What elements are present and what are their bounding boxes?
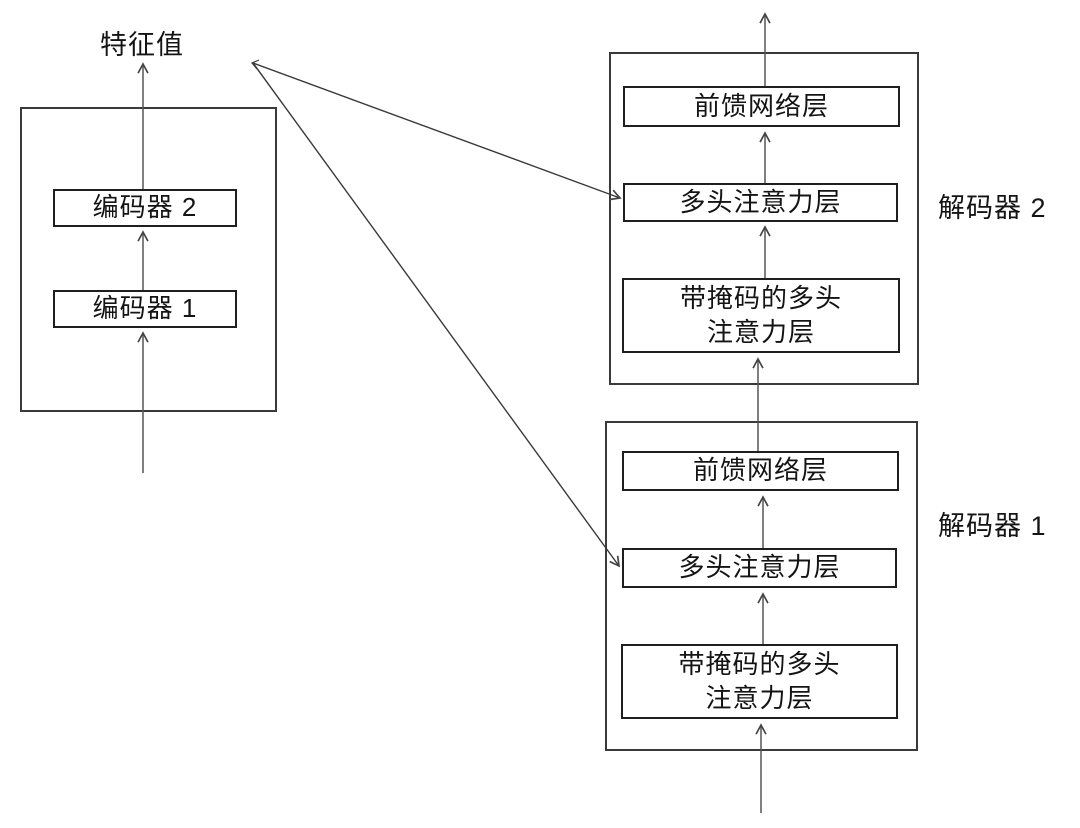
decoder2-masked-mha-box: 带掩码的多头 注意力层 <box>622 278 900 353</box>
encoder-stack-box <box>20 107 277 412</box>
decoder1-mha-box: 多头注意力层 <box>622 548 897 588</box>
decoder1-title: 解码器 1 <box>938 511 1047 541</box>
encoder1-box: 编码器 1 <box>53 290 237 328</box>
decoder1-masked-mha-box: 带掩码的多头 注意力层 <box>621 644 898 719</box>
decoder2-title: 解码器 2 <box>938 193 1047 223</box>
decoder2-ffn-box: 前馈网络层 <box>623 86 900 127</box>
decoder1-ffn-box: 前馈网络层 <box>622 451 899 491</box>
feature-value-label: 特征值 <box>100 30 184 60</box>
junction-tick <box>251 59 260 70</box>
encoder2-box: 编码器 2 <box>53 189 237 227</box>
arrow-feature-to-decoder2-mha <box>252 62 622 201</box>
decoder2-mha-box: 多头注意力层 <box>623 183 898 222</box>
arrow-feature-to-decoder1-mha <box>252 62 621 568</box>
